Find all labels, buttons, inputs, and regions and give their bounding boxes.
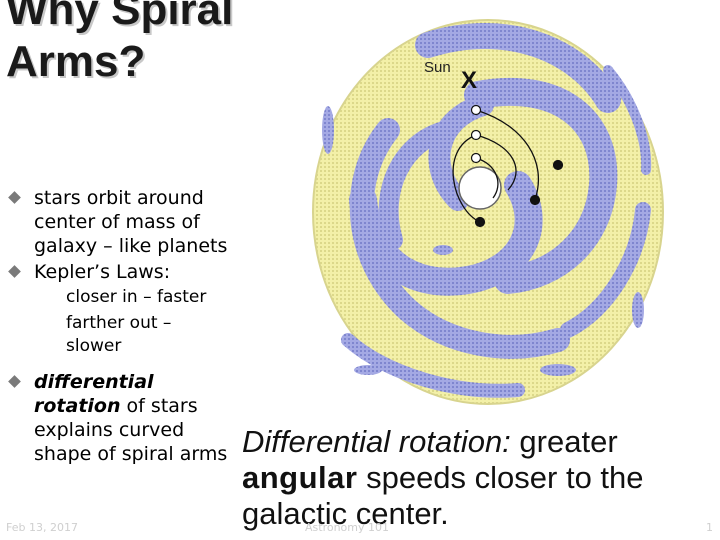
spiral-arms [341, 23, 652, 398]
caption-bold-word: angular [242, 460, 358, 495]
slide-title: Why Spiral Arms? [6, 0, 234, 86]
footer-center: Astronomy 101 [305, 521, 389, 534]
page-number: 1 [706, 521, 713, 534]
galactic-center [458, 166, 502, 210]
bullet-text: Kepler’s Laws: [34, 261, 171, 283]
sun-marker-x: X [461, 67, 477, 94]
caption-text: greater [510, 424, 618, 459]
diamond-bullet-icon [8, 191, 21, 204]
sub-bullet-item: farther out – slower [66, 313, 172, 356]
caption-text: speeds closer to the galactic center. [242, 460, 644, 531]
bullet-emphasis: differential [34, 371, 154, 393]
diamond-bullet-icon [8, 375, 21, 388]
spiral-galaxy-illustration: Sun X [312, 19, 664, 405]
orbit-paths [452, 109, 540, 223]
bullet-text: stars explains curved shape of spiral ar… [34, 395, 228, 465]
slide-footer: Feb 13, 2017 Astronomy 101 1 [0, 519, 720, 539]
bullet-emphasis-italic: rotation [34, 395, 121, 417]
bullet-text: stars orbit around center of mass of gal… [34, 187, 228, 257]
sub-bullet-item: closer in – faster [66, 287, 207, 307]
bullet-item: stars orbit around center of mass of gal… [8, 186, 230, 258]
star-markers [470, 104, 564, 228]
footer-date: Feb 13, 2017 [6, 521, 78, 534]
sun-label: Sun [424, 59, 451, 76]
galaxy-diagram: Sun X [308, 10, 668, 410]
caption: Differential rotation: greater angular s… [242, 424, 712, 532]
bullet-item: differential rotation of stars explains … [8, 370, 230, 466]
caption-italic: Differential rotation: [242, 424, 511, 459]
bullet-text: of [120, 395, 145, 417]
bullet-item: Kepler’s Laws: [8, 260, 230, 284]
diamond-bullet-icon [8, 265, 21, 278]
bullet-list: stars orbit around center of mass of gal… [8, 186, 230, 468]
gas-clumps [322, 106, 644, 376]
